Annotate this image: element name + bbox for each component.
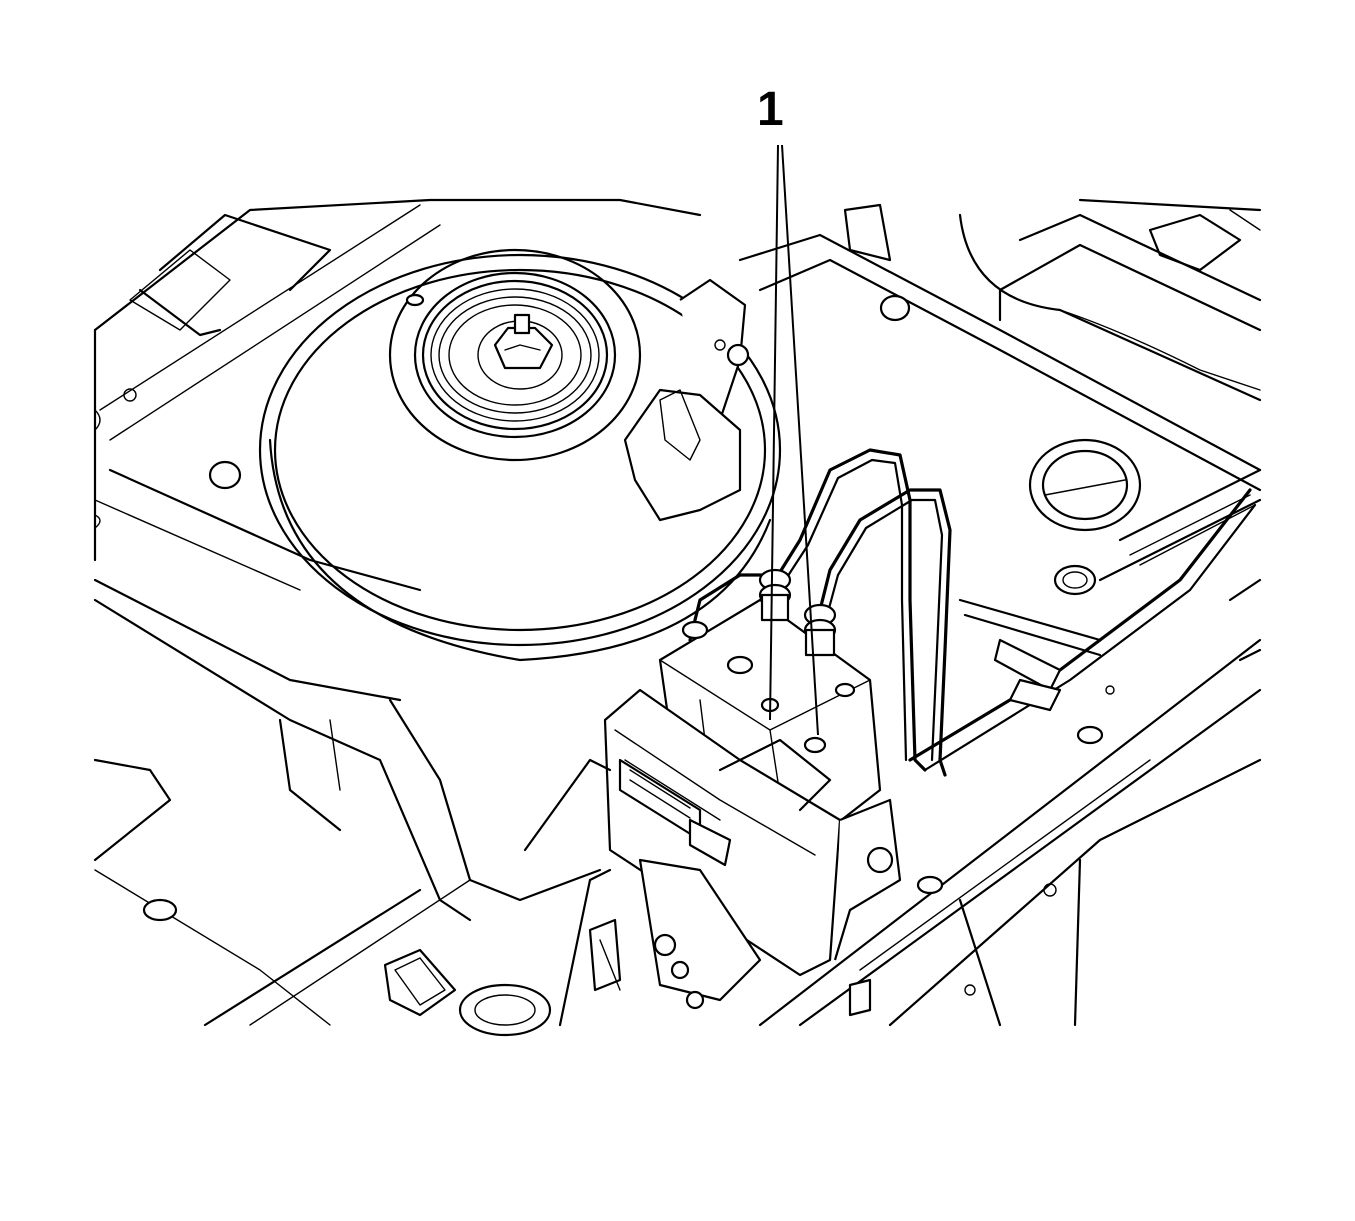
lower-floor xyxy=(383,868,621,1037)
callout-1: 1 xyxy=(757,83,819,736)
body-panel xyxy=(93,198,702,1027)
leader-line-left xyxy=(769,144,779,721)
frame-rail xyxy=(738,198,1262,596)
strut-tower xyxy=(258,248,782,662)
ebcm-housing xyxy=(523,688,902,1010)
mounting-bracket xyxy=(623,278,750,522)
brake-lines xyxy=(688,448,1257,777)
callout-label: 1 xyxy=(757,83,784,136)
leader-line-right xyxy=(781,144,819,736)
crossmember xyxy=(758,578,1262,1027)
